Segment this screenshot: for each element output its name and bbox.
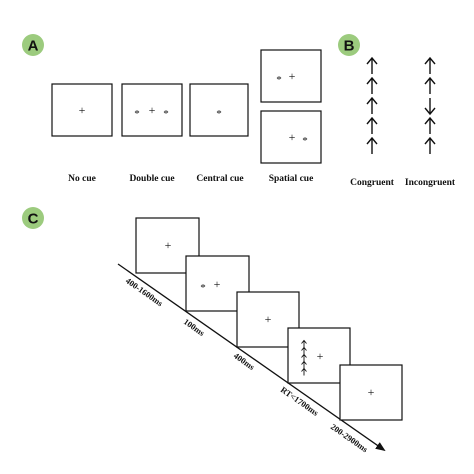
badge-a-label: A	[28, 38, 39, 55]
incongruent-arrow-column	[424, 57, 436, 155]
spatial-cue-label: Spatial cue	[269, 174, 314, 184]
spatial-cue-top-fixation: +	[289, 69, 296, 83]
trial-cue-fixation: +	[214, 277, 221, 291]
double-cue-fixation: +	[149, 103, 156, 117]
congruent-arrow-5-icon	[366, 137, 378, 155]
incongruent-arrow-5-icon	[424, 137, 436, 155]
trial-target-fixation: +	[317, 349, 324, 363]
trial-delay-fixation: +	[265, 312, 272, 326]
double-cue-star-right: *	[163, 108, 169, 120]
spatial-cue-bottom-screen	[260, 110, 322, 164]
congruent-arrow-3-icon	[366, 97, 378, 115]
badge-b-circle	[338, 34, 360, 56]
central-cue-screen	[189, 83, 249, 137]
duration-cue: 100ms	[182, 316, 207, 338]
congruent-arrow-2-icon	[366, 77, 378, 95]
no-cue-fixation: +	[79, 103, 86, 117]
trial-fixation-plus: +	[165, 238, 172, 252]
congruent-arrow-column	[366, 57, 378, 155]
incongruent-arrow-4-icon	[424, 117, 436, 135]
congruent-arrow-4-icon	[366, 117, 378, 135]
incongruent-arrow-2-icon	[424, 77, 436, 95]
trial-iti-fixation: +	[368, 385, 375, 399]
no-cue-label: No cue	[68, 174, 96, 184]
badge-c-circle	[22, 207, 44, 229]
double-cue-star-left: *	[134, 108, 140, 120]
double-cue-screen	[121, 83, 183, 137]
trial-screen-iti	[339, 364, 403, 421]
badge-b: B	[338, 34, 360, 56]
incongruent-arrow-1-icon	[424, 57, 436, 75]
central-cue-label: Central cue	[196, 174, 243, 184]
spatial-cue-top-star: *	[276, 74, 282, 86]
badge-a: A	[22, 34, 44, 56]
trial-cue-star: *	[200, 282, 206, 294]
double-cue-label: Double cue	[129, 174, 174, 184]
badge-c-label: C	[28, 211, 39, 228]
incongruent-label: Incongruent	[405, 178, 456, 188]
spatial-cue-top-screen	[260, 49, 322, 103]
badge-a-circle	[22, 34, 44, 56]
central-cue-star: *	[216, 108, 222, 120]
congruent-arrow-1-icon	[366, 57, 378, 75]
panel-c: + * + + + + 400-1600ms 100ms 400ms RT<17…	[117, 217, 403, 455]
spatial-cue-bottom-fixation: +	[289, 130, 296, 144]
congruent-label: Congruent	[350, 178, 395, 188]
panel-a: + * + * * * + + * No cue Double cue Cent…	[51, 49, 322, 184]
duration-delay: 400ms	[232, 350, 257, 372]
badge-c: C	[22, 207, 44, 229]
no-cue-screen	[51, 83, 113, 137]
panel-b: Congruent Incongruent	[350, 57, 456, 188]
incongruent-arrow-3-icon	[424, 97, 436, 115]
badge-b-label: B	[344, 38, 355, 55]
spatial-cue-bottom-star: *	[302, 135, 308, 147]
